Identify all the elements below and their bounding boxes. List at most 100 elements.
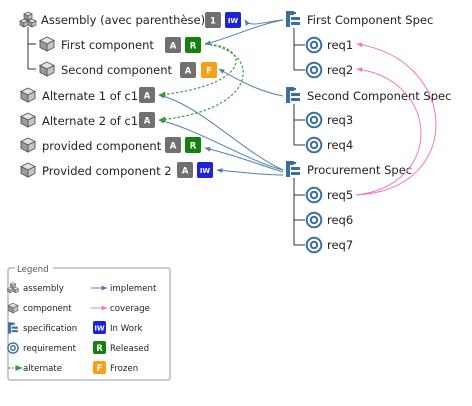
frozen-badge: [201, 62, 217, 78]
first-spec-node[interactable]: First Component Spec: [286, 11, 433, 27]
implement-edge[interactable]: [218, 68, 284, 97]
provided-component-node[interactable]: provided component A R: [20, 137, 201, 153]
requirement-label: req3: [327, 113, 353, 127]
specification-icon: [286, 87, 300, 103]
legend-alternate: alternate: [23, 364, 62, 374]
requirement-icon: [305, 36, 323, 54]
legend-requirement: requirement: [23, 344, 77, 354]
legend-implement: implement: [110, 284, 157, 294]
released-badge-text: R: [96, 344, 103, 354]
version-badge-text: A: [185, 67, 192, 77]
requirement-node[interactable]: req2: [305, 61, 353, 79]
legend-in-work: In Work: [110, 324, 142, 334]
implement-edge[interactable]: [158, 93, 284, 171]
specification-icon: [286, 161, 300, 177]
requirement-icon: [305, 61, 323, 79]
component-tree: Assembly (avec parenthèse) 1 IW First co…: [20, 12, 241, 178]
component-icon: [20, 137, 36, 153]
legend-frozen: Frozen: [110, 364, 138, 374]
first-component-node[interactable]: First component A R: [39, 36, 201, 53]
requirement-icon: [305, 236, 323, 254]
second-spec-label: Second Component Spec: [307, 89, 451, 103]
implement-edge[interactable]: [158, 118, 284, 171]
alternate-2-label: Alternate 2 of c1: [42, 114, 138, 128]
released-badge: [93, 341, 106, 354]
legend-frame: [7, 267, 171, 381]
legend-assembly: assembly: [23, 284, 64, 294]
alternate-edge[interactable]: [158, 43, 244, 123]
legend: Legend assembly component specification …: [7, 264, 171, 381]
component-icon: [20, 162, 36, 178]
first-component-label: First component: [61, 38, 154, 52]
alternate-edge[interactable]: [158, 43, 237, 98]
legend-component: component: [23, 304, 72, 314]
coverage-edges: [355, 42, 437, 196]
requirement-icon: [305, 211, 323, 229]
version-badge: [205, 12, 221, 28]
version-badge-text: A: [170, 142, 177, 152]
requirement-node[interactable]: req3: [305, 111, 353, 129]
second-spec-node[interactable]: Second Component Spec: [286, 87, 451, 103]
component-icon: [20, 87, 36, 103]
requirement-node[interactable]: req6: [305, 211, 353, 229]
in-work-badge-text: IW: [200, 167, 211, 175]
requirement-label: req5: [327, 188, 353, 202]
tree-line: [293, 28, 305, 246]
in-work-badge-text: IW: [228, 17, 239, 25]
procurement-spec-label: Procurement Spec: [307, 163, 412, 177]
component-icon: [39, 61, 55, 77]
coverage-edge[interactable]: [355, 67, 422, 196]
coverage-edge[interactable]: [355, 42, 437, 196]
version-badge-text: A: [144, 92, 151, 102]
specification-icon: [286, 11, 300, 27]
requirement-label: req1: [327, 38, 353, 52]
tree-line: [27, 27, 36, 70]
version-badge-text: A: [182, 167, 189, 177]
version-badge: [165, 137, 181, 153]
implement-edge[interactable]: [244, 19, 284, 26]
version-badge-text: A: [170, 42, 177, 52]
requirement-icon: [7, 342, 19, 354]
second-component-node[interactable]: Second component A F: [39, 61, 217, 78]
requirement-node[interactable]: req7: [305, 236, 353, 254]
implement-edges: [158, 19, 284, 176]
implement-edge[interactable]: [204, 19, 284, 46]
requirement-node[interactable]: req4: [305, 136, 353, 154]
implement-edge[interactable]: [216, 168, 284, 176]
version-badge: [165, 37, 181, 53]
version-badge: [177, 162, 193, 178]
first-spec-label: First Component Spec: [307, 13, 433, 27]
released-badge-text: R: [190, 142, 197, 152]
in-work-badge-text: IW: [94, 325, 105, 333]
provided-component-2-node[interactable]: Provided component 2 A IW: [20, 162, 213, 178]
alternate-2-node[interactable]: Alternate 2 of c1 A: [20, 112, 155, 128]
released-badge: [185, 37, 201, 53]
version-badge-text: A: [144, 117, 151, 127]
assembly-label: Assembly (avec parenthèse): [41, 13, 205, 27]
alternate-1-node[interactable]: Alternate 1 of c1 A: [20, 87, 155, 103]
requirement-label: req6: [327, 213, 353, 227]
legend-coverage: coverage: [110, 304, 150, 314]
requirement-node[interactable]: req1: [305, 36, 353, 54]
in-work-badge: [93, 321, 106, 334]
requirement-label: req2: [327, 63, 353, 77]
second-component-label: Second component: [61, 63, 173, 77]
requirement-icon: [305, 136, 323, 154]
legend-released: Released: [110, 344, 149, 354]
implement-edge[interactable]: [204, 146, 284, 173]
specification-tree: First Component Spec req1 req2 Second Co…: [286, 11, 451, 254]
component-icon: [39, 36, 55, 52]
procurement-spec-node[interactable]: Procurement Spec: [286, 161, 412, 177]
in-work-badge: [197, 162, 213, 178]
frozen-badge-text: F: [206, 67, 212, 77]
alternate-1-label: Alternate 1 of c1: [42, 89, 138, 103]
component-icon: [7, 302, 19, 314]
legend-specification: specification: [23, 324, 77, 334]
released-badge: [185, 137, 201, 153]
provided-component-label: provided component: [42, 139, 162, 153]
assembly-node[interactable]: Assembly (avec parenthèse) 1 IW: [20, 12, 241, 28]
alternate-edges: [158, 43, 244, 123]
requirement-label: req4: [327, 138, 353, 152]
requirement-icon: [305, 111, 323, 129]
requirement-node[interactable]: req5: [305, 186, 353, 204]
